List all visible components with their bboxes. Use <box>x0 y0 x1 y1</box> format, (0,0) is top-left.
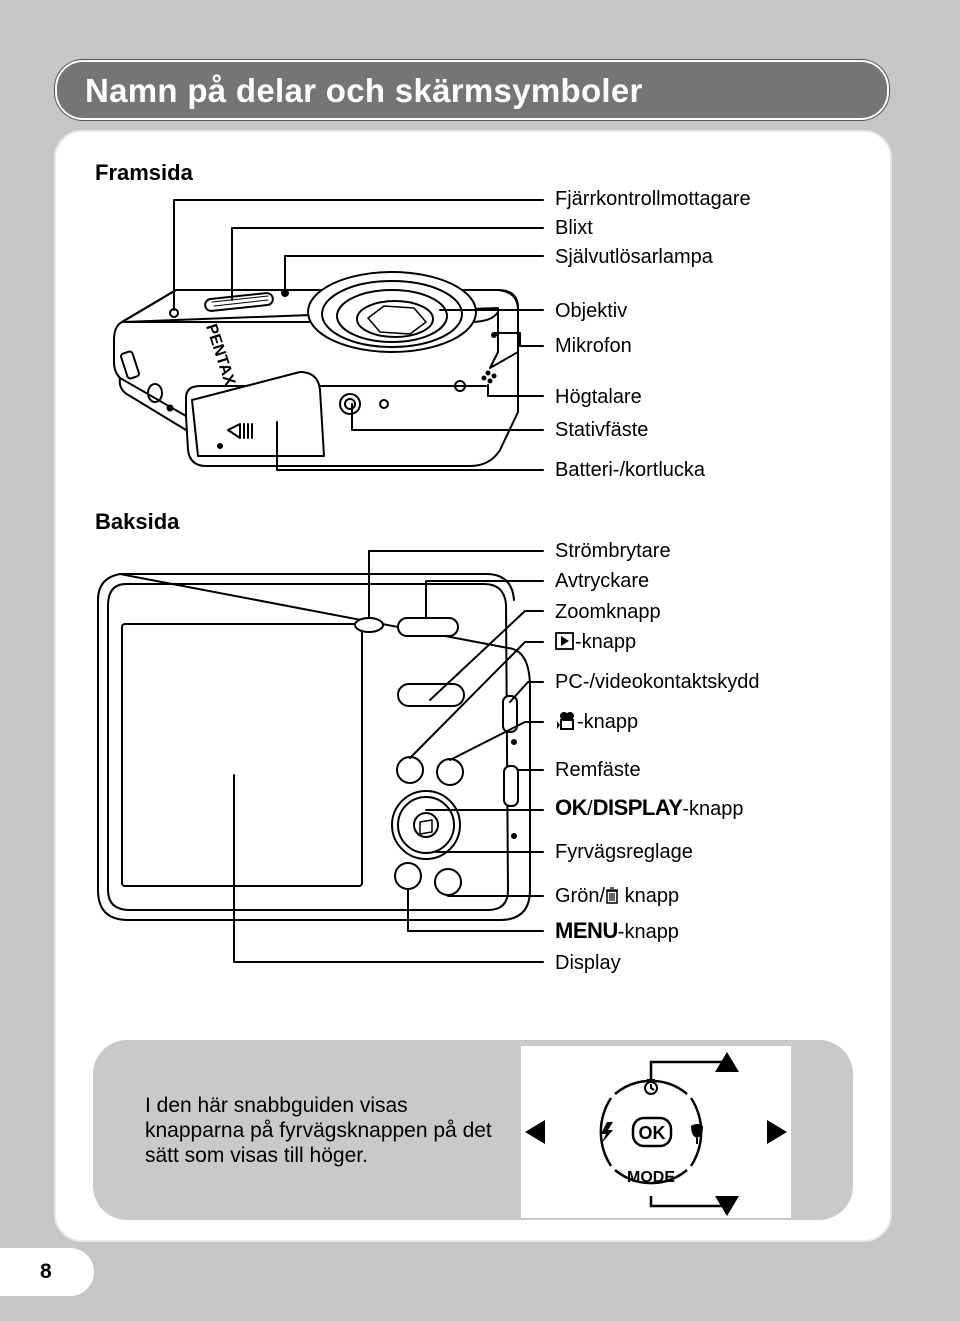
label-battery-card-cover: Batteri-/kortlucka <box>555 459 706 481</box>
title-bar: Namn på delar och skärmsymboler <box>55 60 889 120</box>
label-strap-lug: Remfäste <box>555 759 641 781</box>
label-remote-receiver: Fjärrkontrollmottagare <box>555 188 751 210</box>
four-way-diagram: OK MODE <box>521 1046 791 1218</box>
label-four-way-controller: Fyrvägsreglage <box>555 841 693 863</box>
display-symbol: DISPLAY <box>592 795 683 820</box>
brand-logo: PENTAX <box>202 322 238 388</box>
arrow-right-icon <box>767 1120 787 1144</box>
label-self-timer-lamp: Självutlösarlampa <box>555 246 713 268</box>
label-lens: Objektiv <box>555 300 628 322</box>
label-display: Display <box>555 952 621 974</box>
label-green-delete-button: Grön/ knapp <box>555 885 680 907</box>
flash-icon <box>601 1122 613 1144</box>
label-flash: Blixt <box>555 217 593 239</box>
playback-icon <box>555 632 574 650</box>
label-ok-display-button: OK/DISPLAY-knapp <box>555 795 744 821</box>
back-camera-illustration <box>97 573 531 921</box>
front-camera-illustration <box>113 271 519 467</box>
ok-button-icon <box>631 1116 673 1148</box>
arrow-left-icon <box>525 1120 545 1144</box>
front-heading: Framsida <box>95 160 193 185</box>
label-pc-av-terminal-cover: PC-/videokontaktskydd <box>555 671 760 693</box>
page-number: 8 <box>40 1260 52 1283</box>
note-text: I den här snabbguiden visas knapparna på… <box>145 1094 492 1167</box>
page-number-tab: 8 <box>0 1248 94 1296</box>
label-play-button: -knapp <box>555 630 636 654</box>
ok-label: OK <box>639 1123 666 1143</box>
label-power-switch: Strömbrytare <box>555 540 671 562</box>
ok-symbol: OK <box>555 795 588 820</box>
label-menu-button: MENU-knapp <box>555 918 679 944</box>
menu-symbol: MENU <box>555 918 618 943</box>
label-tripod-socket: Stativfäste <box>555 419 649 441</box>
mode-label: MODE <box>627 1169 675 1186</box>
self-timer-icon <box>644 1079 658 1095</box>
label-zoom-button: Zoomknapp <box>555 601 661 623</box>
label-shutter-release: Avtryckare <box>555 570 650 592</box>
label-speaker: Högtalare <box>555 386 642 408</box>
label-movie-button: -knapp <box>555 710 638 734</box>
note-box: I den här snabbguiden visas knapparna på… <box>93 1040 853 1220</box>
page-title: Namn på delar och skärmsymboler <box>85 72 643 109</box>
movie-icon <box>557 712 574 730</box>
label-microphone: Mikrofon <box>555 335 632 357</box>
back-heading: Baksida <box>95 509 180 534</box>
trash-icon <box>606 887 619 904</box>
macro-icon <box>691 1124 703 1144</box>
